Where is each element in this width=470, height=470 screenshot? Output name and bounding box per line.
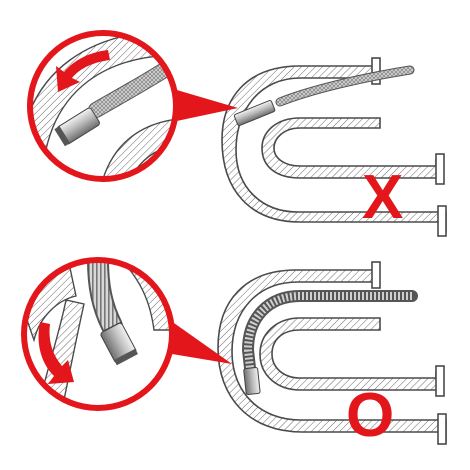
top-flange-lower — [435, 153, 445, 185]
wrong-mark: X — [362, 163, 403, 232]
top-rigid-probe — [233, 65, 415, 126]
bottom-zoom-pointer — [160, 316, 232, 364]
correct-mark: O — [346, 381, 394, 450]
bottom-flange-lower — [435, 365, 445, 397]
bottom-magnifier — [21, 257, 175, 411]
top-zoom-pointer — [170, 88, 238, 122]
bottom-flange-upper — [371, 261, 381, 289]
top-flange-bottom — [437, 205, 447, 237]
bottom-u-pipe — [217, 261, 447, 445]
bottom-panel-correct: O — [21, 257, 447, 450]
bottom-curved-arrow-icon — [38, 322, 74, 384]
top-magnifier — [27, 30, 179, 182]
bottom-pipe-outer-wall — [217, 262, 447, 443]
top-curved-arrow-icon — [56, 50, 110, 92]
top-probe-tip — [233, 100, 276, 126]
bottom-flexible-probe — [241, 290, 418, 395]
bottom-flange-bottom — [437, 413, 447, 445]
top-pipe-inner-wall — [261, 117, 443, 179]
bottom-probe-tip — [243, 367, 261, 395]
bottom-pipe-inner-wall — [259, 317, 443, 391]
top-panel-wrong: X — [27, 30, 447, 237]
